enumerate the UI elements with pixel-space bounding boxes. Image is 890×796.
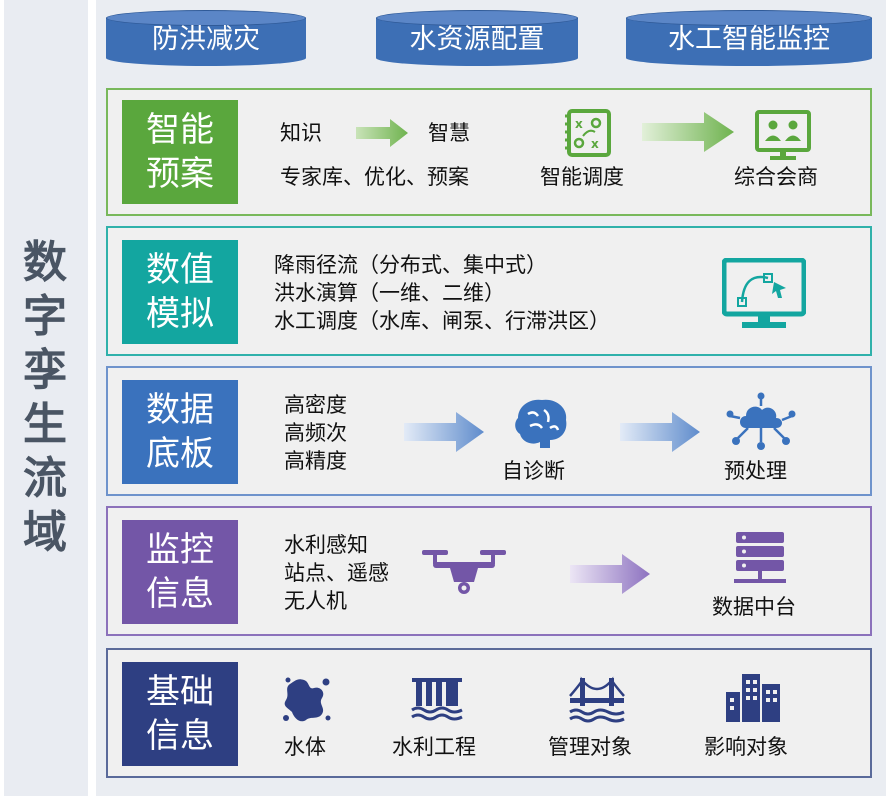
panel-title-line: 数值: [146, 250, 214, 290]
server-rack-icon: [734, 532, 786, 583]
management-object-label: 管理对象: [548, 735, 632, 759]
arrow-icon: [620, 412, 700, 452]
cylinder-flood-control: 防洪减灾: [106, 10, 306, 66]
panel-title-line: 监控: [146, 530, 214, 570]
sensing-line: 无人机: [284, 589, 347, 613]
cylinder-label: 防洪减灾: [152, 24, 260, 55]
sensing-line: 水利感知: [284, 533, 368, 557]
cylinder-hydraulic-monitoring: 水工智能监控: [626, 10, 872, 66]
affected-object-label: 影响对象: [704, 735, 788, 759]
sensing-line: 站点、遥感: [284, 561, 389, 585]
arrow-icon: [404, 412, 484, 452]
side-title-char: 字: [23, 291, 67, 342]
panel-title: 数值 模拟: [122, 240, 238, 344]
dam-icon: [411, 678, 463, 721]
panel-basic-info: 基础 信息 水体 水利工程 管理对象: [106, 648, 872, 778]
panel-numerical-simulation: 数值 模拟 降雨径流（分布式、集中式） 洪水演算（一维、二维） 水工调度（水库、…: [106, 226, 872, 356]
wisdom-label: 智慧: [428, 121, 470, 145]
arrow-icon: [642, 112, 734, 152]
self-diagnosis-label: 自诊断: [502, 459, 565, 483]
side-title-char: 生: [23, 399, 67, 450]
cloud-network-icon: [726, 392, 796, 450]
panel-title-line: 数据: [146, 390, 214, 430]
cylinder-label: 水工智能监控: [668, 24, 830, 55]
side-title-char: 孪: [23, 345, 67, 396]
data-quality-line: 高精度: [284, 449, 347, 473]
data-quality-line: 高频次: [284, 421, 347, 445]
panel-title-line: 预案: [146, 154, 214, 194]
water-splash-icon: [283, 677, 331, 722]
arrow-icon: [356, 119, 408, 147]
panel-monitoring-info: 监控 信息 水利感知 站点、遥感 无人机 数据中台: [106, 506, 872, 636]
panel-title-line: 模拟: [146, 294, 214, 334]
cylinder-water-allocation: 水资源配置: [376, 10, 578, 66]
expert-line: 专家库、优化、预案: [280, 165, 469, 189]
simulation-line: 降雨径流（分布式、集中式）: [274, 253, 547, 277]
side-strip: [4, 0, 88, 796]
data-quality-line: 高密度: [284, 393, 347, 417]
simulation-line: 水工调度（水库、闸泵、行滞洪区）: [274, 309, 610, 333]
buildings-icon: [726, 674, 780, 722]
simulation-line: 洪水演算（一维、二维）: [274, 281, 505, 305]
panel-title: 基础 信息: [122, 662, 238, 766]
panel-title-line: 底板: [146, 434, 214, 474]
panel-title: 智能 预案: [122, 100, 238, 204]
panel-data-base: 数据 底板 高密度 高频次 高精度 自诊断 预处理: [106, 366, 872, 496]
panel-title-line: 智能: [146, 110, 214, 150]
side-title-char: 域: [23, 507, 67, 558]
cylinder-label: 水资源配置: [409, 24, 545, 55]
panel-smart-plan: 智能 预案 知识 智慧 专家库、优化、预案 x x 智能调度 综合会商: [106, 88, 872, 216]
bridge-icon: [569, 676, 625, 723]
dispatch-board-icon: x x: [565, 109, 611, 157]
preprocess-label: 预处理: [724, 459, 787, 483]
data-platform-label: 数据中台: [712, 595, 796, 619]
panel-title-line: 信息: [146, 716, 214, 756]
side-title-char: 流: [23, 453, 67, 504]
arrow-icon: [570, 554, 650, 594]
side-title-char: 数: [23, 237, 67, 288]
panel-title: 监控 信息: [122, 520, 238, 624]
water-project-label: 水利工程: [392, 735, 476, 759]
panel-title: 数据 底板: [122, 380, 238, 484]
panel-title-line: 信息: [146, 574, 214, 614]
drone-icon: [422, 550, 506, 594]
monitor-curve-icon: [722, 258, 806, 328]
consultation-label: 综合会商: [734, 165, 818, 189]
svg-text:x: x: [591, 137, 599, 151]
water-body-label: 水体: [284, 735, 326, 759]
side-title: 数 字 孪 生 流 域: [20, 236, 70, 560]
knowledge-label: 知识: [280, 121, 322, 145]
consultation-screen-icon: [755, 110, 811, 160]
smart-dispatch-label: 智能调度: [540, 165, 624, 189]
brain-icon: [515, 399, 567, 448]
svg-text:x: x: [575, 117, 583, 131]
panel-title-line: 基础: [146, 672, 214, 712]
